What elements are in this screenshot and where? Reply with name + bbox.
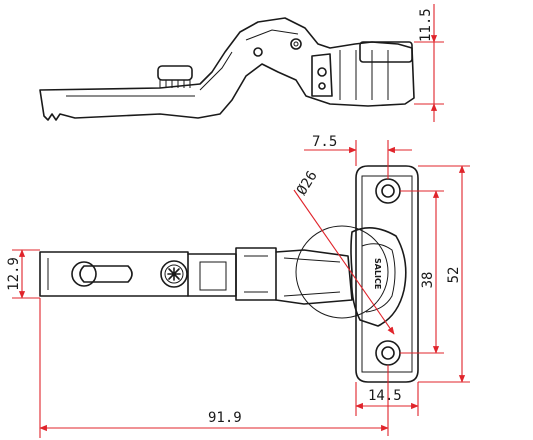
dim-arm-height-label: 12.9 [6, 257, 22, 291]
dim-hole-spacing: 38 [400, 190, 444, 354]
dim-plate-width: 14.5 [355, 382, 419, 416]
hinge-side-view [39, 17, 415, 121]
dim-plate-height-label: 52 [446, 267, 462, 284]
dim-plate-width-label: 14.5 [368, 388, 402, 404]
dim-arm-height: 12.9 [6, 249, 40, 299]
dim-hole-offset-label: 7.5 [312, 134, 337, 150]
dim-total-length: 91.9 [39, 298, 389, 438]
dim-cup-diameter-label: Ø26 [294, 168, 321, 198]
dim-top-height-label: 11.5 [418, 8, 434, 42]
dim-plate-height: 52 [418, 165, 470, 383]
dim-hole-offset: 7.5 [304, 134, 412, 179]
brand-mark: SALICE [373, 258, 382, 289]
hinge-plan-view: SALICE [39, 165, 419, 383]
dim-total-length-label: 91.9 [208, 410, 242, 426]
dim-top-height: 11.5 [414, 4, 444, 122]
dim-hole-spacing-label: 38 [420, 272, 436, 289]
